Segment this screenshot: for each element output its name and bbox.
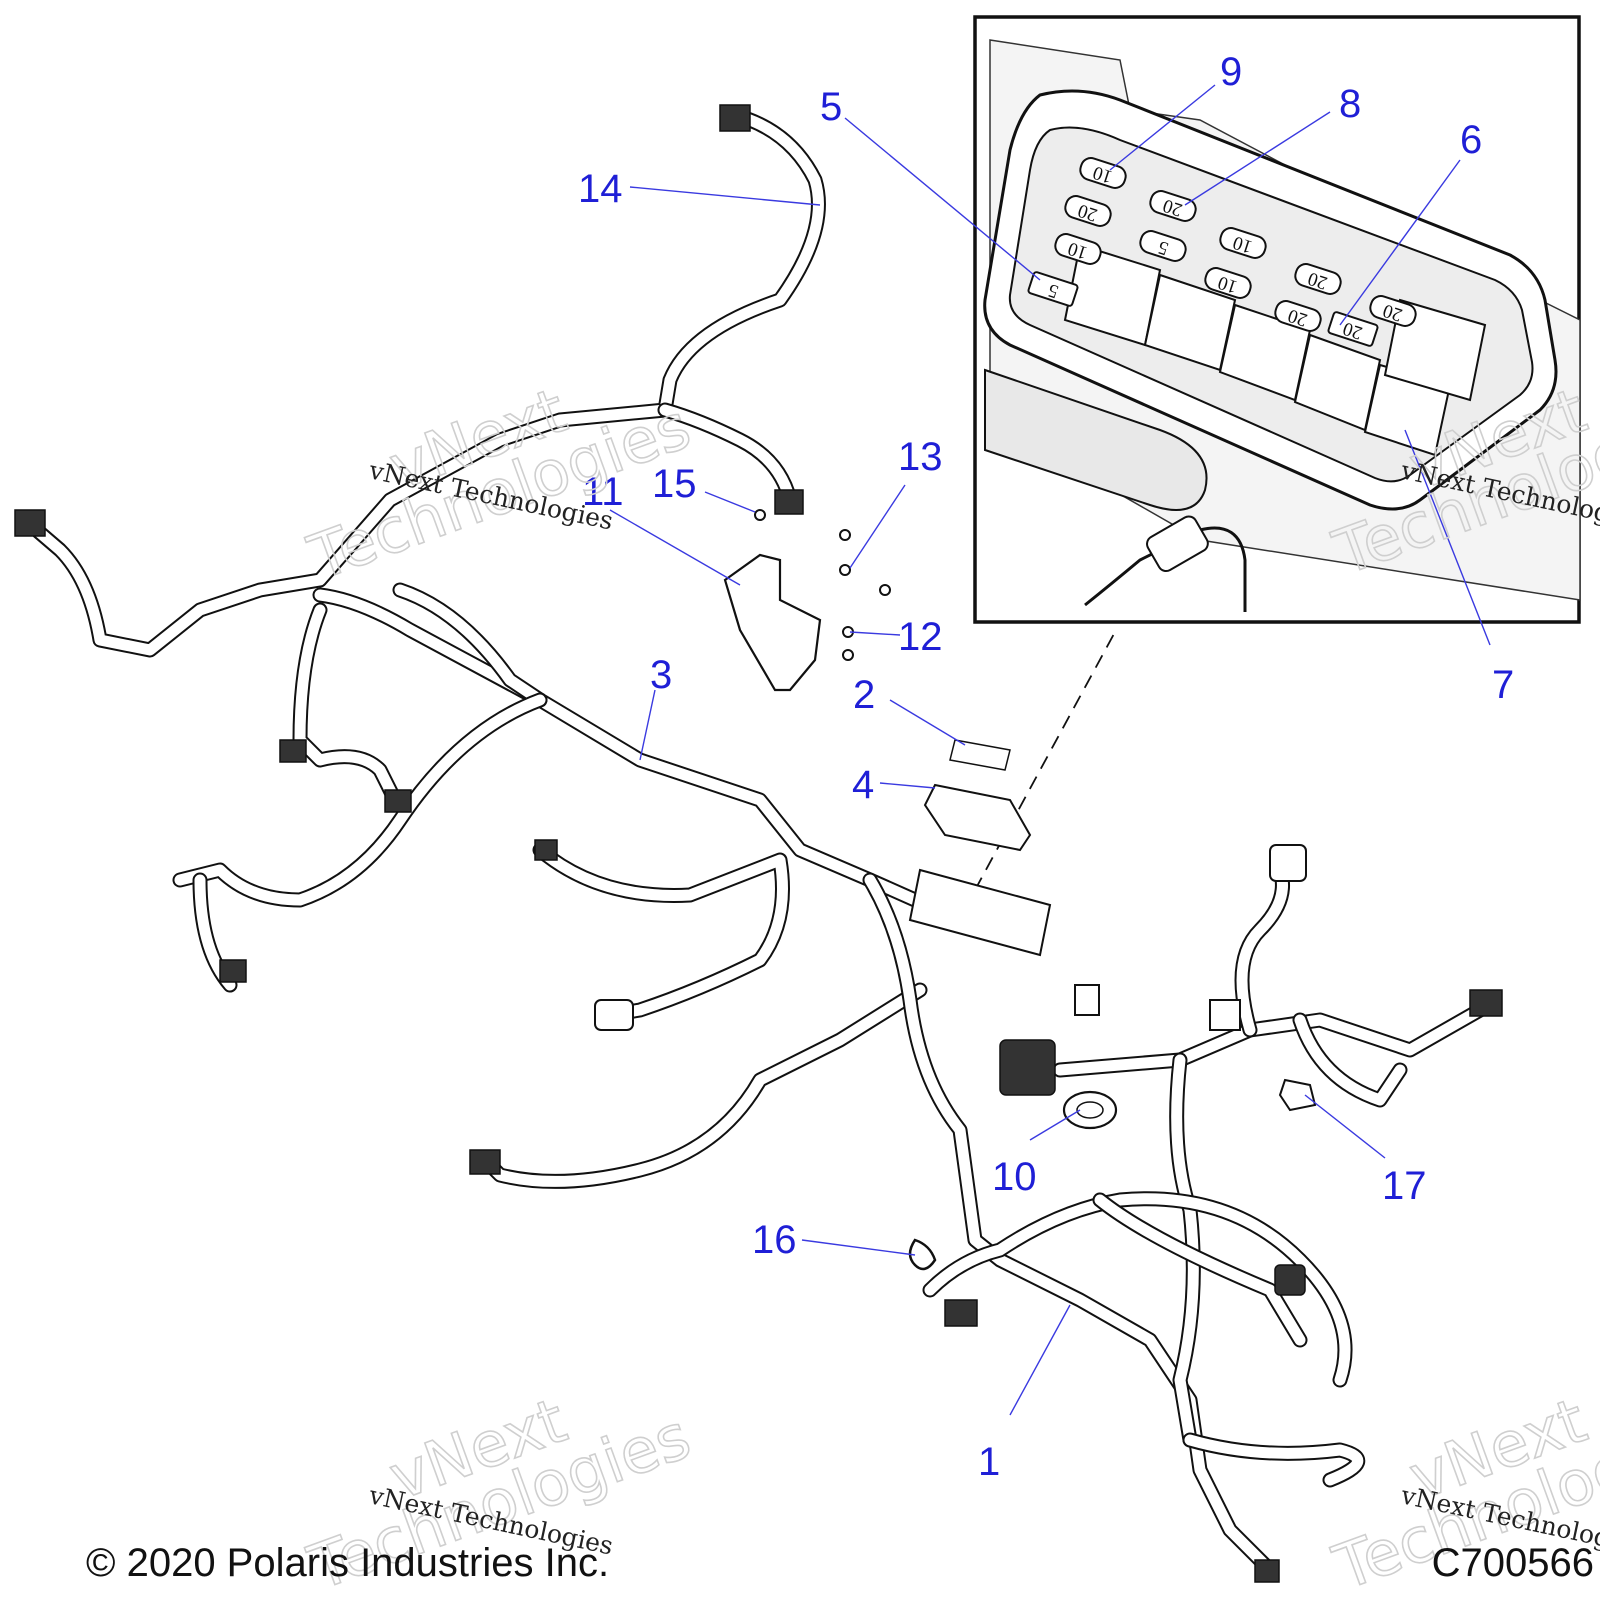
fuse-h	[1204, 267, 1252, 299]
connector-left-end	[14, 509, 46, 537]
leader-7	[1404, 429, 1491, 646]
screw-13a	[839, 529, 851, 541]
ecu-connector	[999, 1039, 1056, 1096]
connector-top-right	[1269, 844, 1307, 882]
leader-6	[1339, 159, 1461, 326]
leader-1	[1009, 1304, 1071, 1416]
mini-fuses	[1027, 157, 1417, 347]
leader-10	[1029, 1109, 1081, 1141]
leader-5	[844, 117, 1041, 281]
screw-13b	[839, 564, 851, 576]
drawing-number: C700566	[1431, 1541, 1594, 1585]
connector-mid-c	[534, 839, 558, 861]
loose-parts	[723, 509, 1317, 1271]
leader-2	[889, 699, 966, 746]
fuse-box-body	[923, 783, 1032, 852]
harness-mount	[1278, 1078, 1317, 1112]
leader-17	[1304, 1094, 1386, 1159]
leader-13	[849, 484, 906, 569]
inset-terminal	[1146, 515, 1209, 573]
connector-large-left	[594, 999, 634, 1031]
leader-14	[629, 186, 821, 206]
nut-12b	[842, 649, 854, 661]
connector-mid-b	[279, 739, 307, 763]
fuse-b	[1064, 195, 1112, 227]
connector-center	[1209, 999, 1241, 1031]
fuse-g	[1219, 227, 1267, 259]
connector-lower-right	[1274, 1264, 1306, 1296]
fuse-l	[1369, 295, 1417, 327]
leader-3	[639, 689, 656, 761]
callout-4: 4	[852, 763, 874, 807]
grommet-hole	[1076, 1101, 1104, 1119]
leader-16	[801, 1239, 916, 1256]
fuse-box-base	[908, 868, 1052, 957]
fuse-k	[1327, 311, 1379, 347]
connector-right	[1469, 989, 1503, 1017]
leader-9	[1109, 84, 1216, 171]
fuse-c	[1149, 190, 1197, 222]
connector-bottom	[1254, 1559, 1280, 1583]
fuse-e	[1139, 230, 1187, 262]
callout-2: 2	[853, 673, 875, 717]
fuse-label-sheet	[949, 739, 1011, 771]
leader-12	[849, 631, 901, 636]
detail-link-line	[974, 631, 1116, 891]
copyright-notice: © 2020 Polaris Industries Inc.	[86, 1541, 610, 1585]
leader-4	[879, 782, 936, 789]
callout-17: 17	[1382, 1164, 1427, 1208]
connector-lower-left	[219, 959, 247, 983]
connectors	[14, 104, 1503, 1583]
fuse-j	[1274, 300, 1322, 332]
connector-mid-a	[384, 789, 412, 813]
callout-8: 8	[1339, 82, 1361, 126]
fuse-i	[1294, 263, 1342, 295]
callout-15: 15	[652, 462, 697, 506]
screw-15	[754, 509, 766, 521]
watermarks: vNext Technologies vNext Technologies vN…	[298, 373, 1600, 1605]
leader-11	[609, 509, 741, 586]
leader-8	[1184, 111, 1331, 206]
fuse-a	[1079, 157, 1127, 189]
callout-6: 6	[1460, 118, 1482, 162]
fuse-d	[1054, 233, 1102, 265]
connector-14-end	[719, 104, 751, 132]
connector-upper-right	[774, 489, 804, 515]
callout-12: 12	[898, 615, 943, 659]
connector-bottom-left	[944, 1299, 978, 1327]
callout-1: 1	[978, 1440, 1000, 1484]
callout-11: 11	[582, 470, 624, 514]
callout-7: 7	[1492, 663, 1514, 707]
connector-far-left	[469, 1149, 501, 1175]
callout-13: 13	[898, 435, 943, 479]
callout-16: 16	[752, 1218, 797, 1262]
callout-10: 10	[992, 1155, 1037, 1199]
leader-15	[704, 491, 756, 513]
callout-9: 9	[1220, 50, 1242, 94]
callout-5: 5	[820, 85, 842, 129]
fuse-box-inset: 10 20 20 10 5 5 10 10 20 20 20 20	[973, 15, 1581, 624]
leader-lines	[609, 84, 1491, 1416]
mounting-bracket	[723, 553, 822, 692]
callout-numbers: 1 2 3 4 5 6 7 8 9 10 11 12 13 14 15 16 1…	[578, 50, 1514, 1484]
fuse-f	[1027, 271, 1079, 307]
callout-14: 14	[578, 167, 623, 211]
inset-cylinder	[984, 368, 1208, 511]
connector-small-a	[1074, 984, 1100, 1016]
screw-13c	[879, 584, 891, 596]
callout-3: 3	[650, 653, 672, 697]
wire-harness	[17, 107, 1488, 1578]
